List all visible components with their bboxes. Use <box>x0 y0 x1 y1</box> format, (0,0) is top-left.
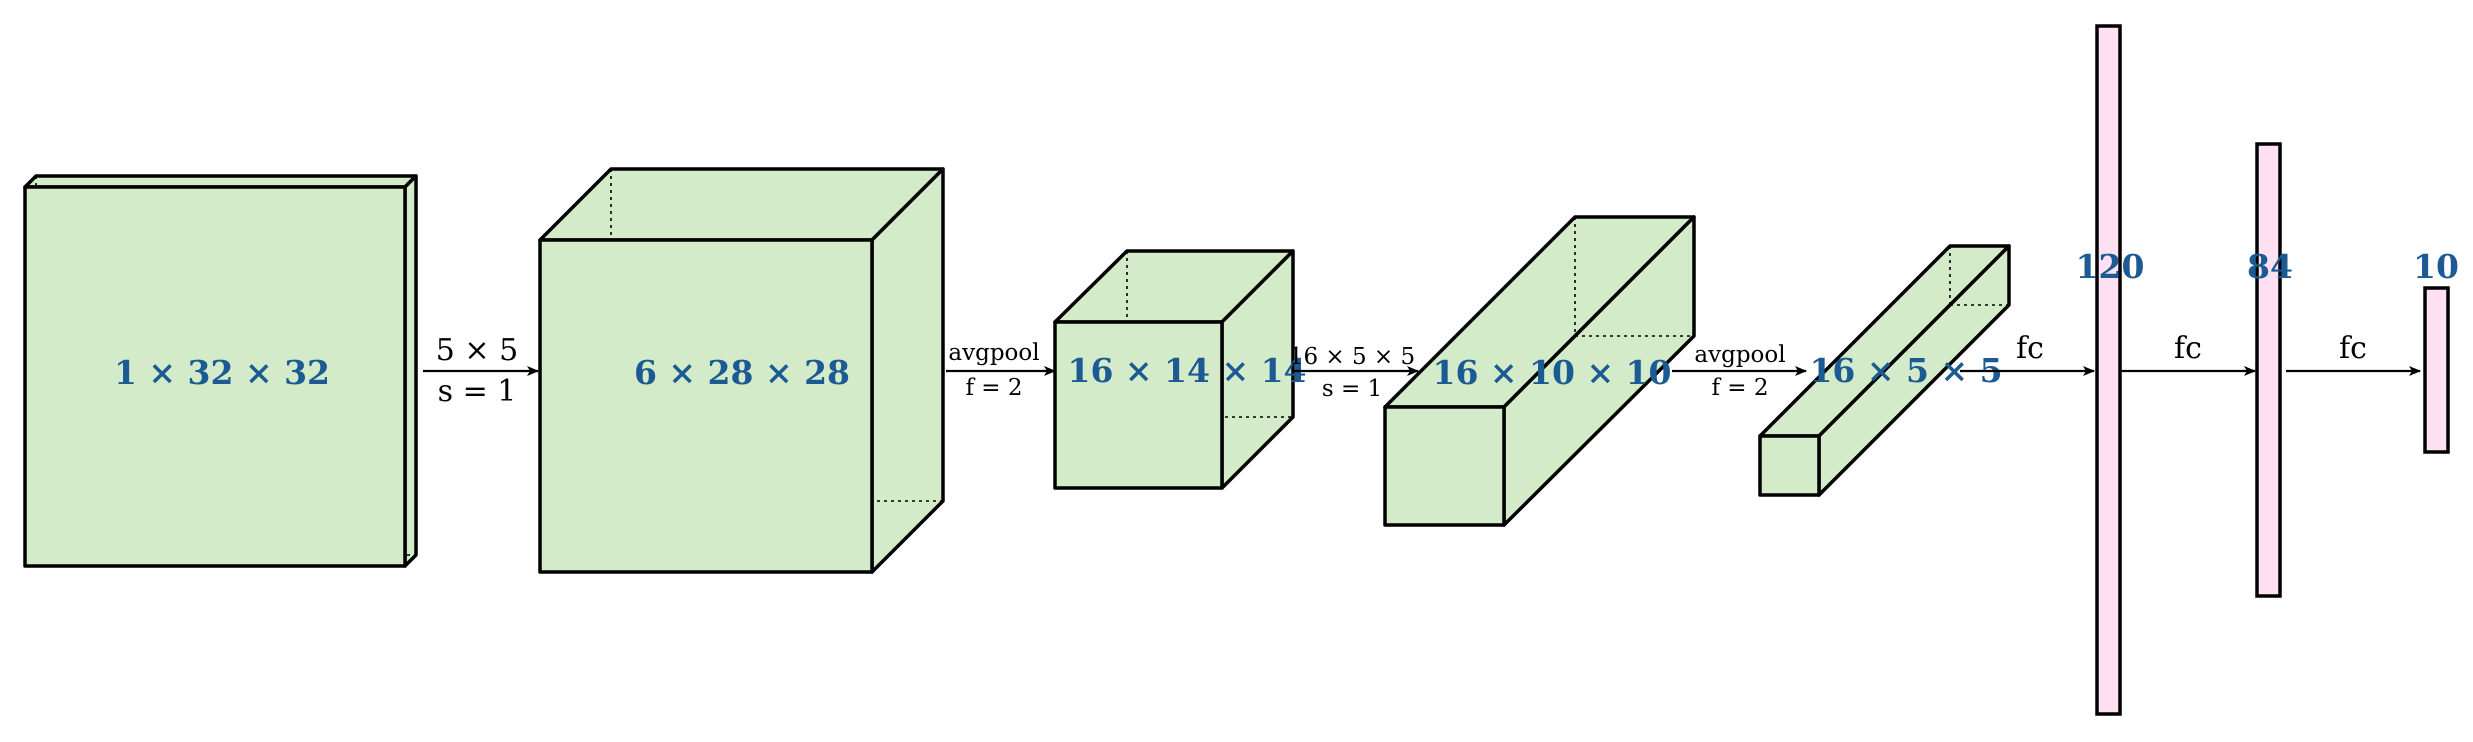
fc3-label: fc <box>2339 331 2367 366</box>
conv1-kernel-label: 5 × 5 <box>436 333 518 368</box>
conv2-stride-label: s = 1 <box>1322 376 1382 402</box>
pool2-type-label: avgpool <box>1694 342 1785 368</box>
fc84-layer: 84 <box>2247 142 2293 598</box>
conv1-volume-label: 6 × 28 × 28 <box>634 353 850 392</box>
fc2-arrow: fc <box>2120 331 2256 376</box>
conv2-volume: 16 × 10 × 10 <box>1383 215 1696 527</box>
pool2-volume-front-face <box>1758 434 1821 497</box>
pool1-volume-front-face <box>1053 320 1224 490</box>
input-volume-label: 1 × 32 × 32 <box>114 353 330 392</box>
pool2-filter-label: f = 2 <box>1711 375 1768 401</box>
fc1-label: fc <box>2016 331 2044 366</box>
conv1-stride-label: s = 1 <box>438 374 517 409</box>
pool1-volume-label: 16 × 14 × 14 <box>1067 351 1306 390</box>
conv2-arrow: 16 × 5 × 5 s = 1 <box>1289 344 1419 402</box>
conv1-volume-side-face <box>870 167 945 574</box>
fc120-bar <box>2095 24 2122 716</box>
fc10-label: 10 <box>2413 247 2459 286</box>
pool1-type-label: avgpool <box>948 340 1039 366</box>
fc120-label: 120 <box>2076 247 2145 286</box>
conv1-arrow: 5 × 5 s = 1 <box>423 333 539 409</box>
conv2-kernel-label: 16 × 5 × 5 <box>1289 344 1415 370</box>
fc2-label: fc <box>2174 331 2202 366</box>
pool2-arrow: avgpool f = 2 <box>1672 342 1807 401</box>
conv2-volume-label: 16 × 10 × 10 <box>1432 353 1671 392</box>
conv1-volume-front-face <box>538 238 874 574</box>
input-volume-front-face <box>23 185 407 568</box>
fc84-bar <box>2255 142 2282 598</box>
fc1-arrow: fc <box>1960 331 2095 376</box>
fc10-layer: 10 <box>2413 247 2459 454</box>
fc10-bar <box>2423 286 2450 454</box>
fc3-arrow: fc <box>2286 331 2421 376</box>
pool1-volume: 16 × 14 × 14 <box>1053 249 1307 490</box>
conv2-volume-front-face <box>1383 405 1506 527</box>
conv1-volume: 6 × 28 × 28 <box>538 167 945 574</box>
fc84-label: 84 <box>2247 247 2293 286</box>
pool1-arrow: avgpool f = 2 <box>946 340 1056 401</box>
pool1-filter-label: f = 2 <box>965 375 1022 401</box>
input-volume: 1 × 32 × 32 <box>23 174 418 568</box>
pool2-volume: 16 × 5 × 5 <box>1758 244 2011 497</box>
